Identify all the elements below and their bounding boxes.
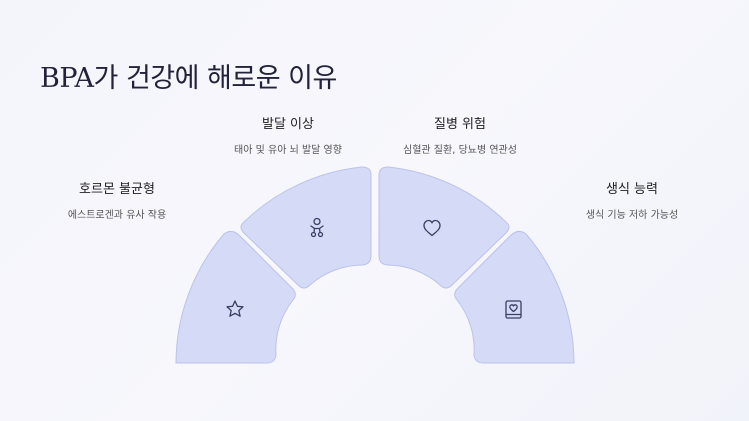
label-disease-desc: 심혈관 질환, 당뇨병 연관성: [403, 145, 517, 156]
label-fertility-desc: 생식 기능 저하 가능성: [585, 210, 679, 221]
label-disease: 질병 위험 심혈관 질환, 당뇨병 연관성: [390, 113, 530, 156]
segment-hormone: [175, 230, 296, 364]
segment-disease: [378, 166, 510, 289]
page-title: BPA가 건강에 해로운 이유: [40, 63, 337, 94]
star-icon: [226, 300, 244, 317]
label-fertility: 생식 능력 생식 기능 저하 가능성: [572, 178, 692, 221]
label-hormone-heading: 호르몬 불균형: [79, 182, 155, 197]
baby-icon: [310, 217, 324, 238]
label-fertility-heading: 생식 능력: [606, 182, 658, 197]
book-heart-icon: [505, 300, 522, 319]
label-hormone: 호르몬 불균형 에스트로겐과 유사 작용: [57, 178, 177, 221]
label-development-heading: 발달 이상: [262, 117, 314, 132]
heart-icon: [423, 219, 441, 237]
label-hormone-desc: 에스트로겐과 유사 작용: [67, 210, 167, 221]
label-disease-heading: 질병 위험: [434, 117, 486, 132]
label-development-desc: 태아 및 유아 뇌 발달 영향: [234, 145, 342, 156]
segment-development: [240, 166, 372, 289]
segment-fertility: [454, 230, 575, 364]
label-development: 발달 이상 태아 및 유아 뇌 발달 영향: [218, 113, 358, 156]
